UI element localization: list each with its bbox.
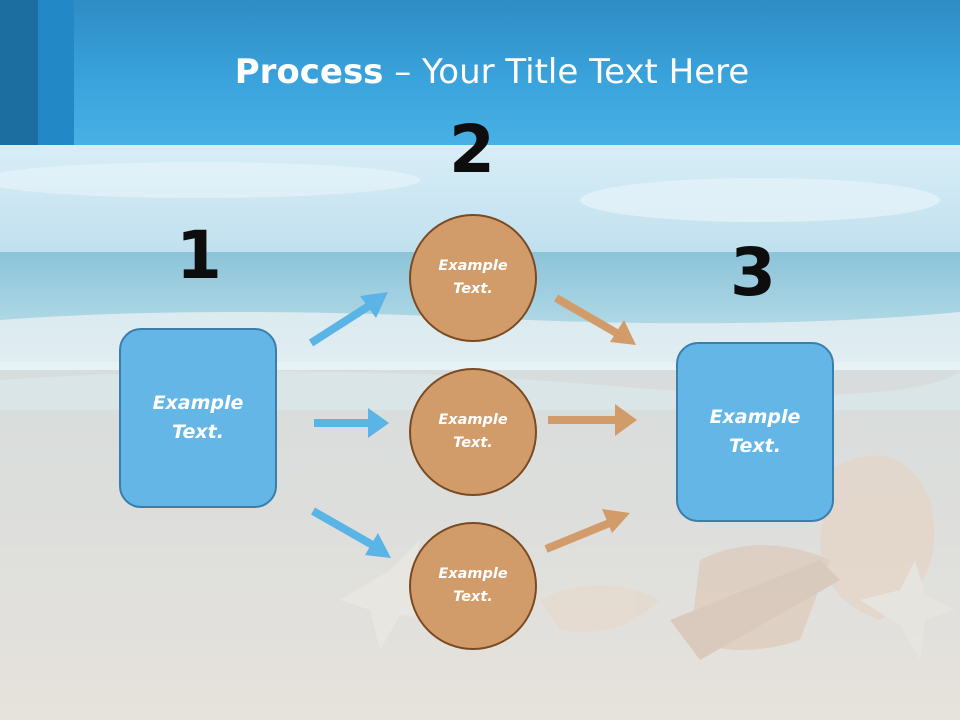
step2-circle-top: Example Text. <box>409 214 537 342</box>
arrow-to-bottom-circle <box>311 507 378 551</box>
circle-middle-label: Example Text. <box>438 412 508 451</box>
step1-box-label: Example Text. <box>152 392 244 443</box>
circle-top-label: Example Text. <box>438 258 508 297</box>
title-bold: Process <box>234 52 384 92</box>
header-accent-stripe <box>0 0 38 145</box>
step2-circle-middle: Example Text. <box>409 368 537 496</box>
step3-box: Example Text. <box>676 342 834 522</box>
step-number-2: 2 <box>449 111 495 188</box>
step1-box: Example Text. <box>119 328 277 508</box>
header-accent-stripe <box>38 0 74 145</box>
arrow-head <box>615 404 637 436</box>
arrow-from-bottom-circle <box>544 518 614 553</box>
slide-title: Process – Your Title Text Here <box>0 52 960 92</box>
title-bar <box>0 0 960 145</box>
step2-circle-bottom: Example Text. <box>409 522 537 650</box>
arrow-head <box>360 292 388 318</box>
arrow-from-top-circle <box>553 294 623 339</box>
arrow-head <box>610 320 636 345</box>
arrow-to-top-circle <box>308 300 375 347</box>
arrow-head <box>368 408 389 438</box>
step-number-1: 1 <box>176 217 222 294</box>
arrow-head <box>365 533 391 558</box>
title-rest: – Your Title Text Here <box>383 52 750 92</box>
circle-bottom-label: Example Text. <box>438 566 508 605</box>
step3-box-label: Example Text. <box>709 406 801 457</box>
arrow-head <box>602 509 630 533</box>
step-number-3: 3 <box>730 234 776 311</box>
